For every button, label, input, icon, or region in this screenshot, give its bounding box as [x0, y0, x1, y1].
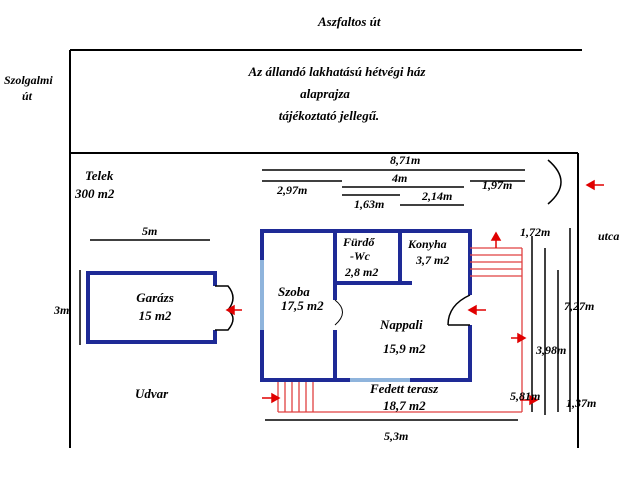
- plan-title-line-1: Az állandó lakhatású hétvégi ház: [248, 64, 427, 79]
- room-furdo-area: 2,8 m2: [344, 265, 378, 279]
- room-nappali-area: 15,9 m2: [383, 341, 426, 356]
- dim-8-71m: 8,71m: [390, 153, 420, 167]
- dim-3-98m: 3,98m: [535, 343, 566, 357]
- dim-4m: 4m: [391, 171, 407, 185]
- dimension-lines: [79, 169, 571, 421]
- room-konyha-area: 3,7 m2: [415, 253, 449, 267]
- dim-1-97m: 1,97m: [482, 178, 512, 192]
- plot-label: Telek: [85, 168, 114, 183]
- plot-boundary: [69, 49, 582, 448]
- room-furdo-label: Fürdő: [342, 235, 375, 249]
- garage-area: 15 m2: [139, 308, 172, 323]
- room-szoba-label: Szoba: [278, 284, 310, 299]
- road-top-label: Aszfaltos út: [317, 14, 381, 29]
- plan-title-line-2: alaprajza: [300, 86, 350, 101]
- plot-area: 300 m2: [74, 186, 115, 201]
- dim-1-63m: 1,63m: [354, 197, 384, 211]
- dim-7-27m: 7,27m: [564, 299, 594, 313]
- plan-title-line-3: tájékoztató jellegű.: [279, 108, 379, 123]
- dim-5-3m: 5,3m: [384, 429, 408, 443]
- windows: [260, 260, 410, 382]
- room-furdo-label-2: -Wc: [350, 249, 371, 263]
- road-left-label-2: út: [22, 89, 33, 103]
- dim-5-81m: 5,81m: [510, 389, 540, 403]
- road-left-label: Szolgalmi: [4, 73, 53, 87]
- dim-2-97m: 2,97m: [276, 183, 307, 197]
- room-konyha-label: Konyha: [407, 237, 447, 251]
- entrance-arrows: [225, 179, 604, 406]
- terrace-area: 18,7 m2: [383, 398, 426, 413]
- street-gate: [547, 159, 562, 205]
- terrace-label: Fedett terasz: [369, 381, 439, 396]
- labels: Aszfaltos út Szolgalmi út utca Az álland…: [4, 14, 619, 443]
- room-szoba-area: 17,5 m2: [281, 298, 324, 313]
- room-nappali-label: Nappali: [379, 317, 423, 332]
- dim-2-14m: 2,14m: [421, 189, 452, 203]
- dim-5m: 5m: [142, 224, 157, 238]
- dim-1-37m: 1,37m: [566, 396, 596, 410]
- road-right-label: utca: [598, 229, 619, 243]
- dim-3m: 3m: [53, 303, 69, 317]
- garage-label: Garázs: [136, 290, 174, 305]
- yard-label: Udvar: [135, 386, 169, 401]
- dim-1-72m: 1,72m: [520, 225, 550, 239]
